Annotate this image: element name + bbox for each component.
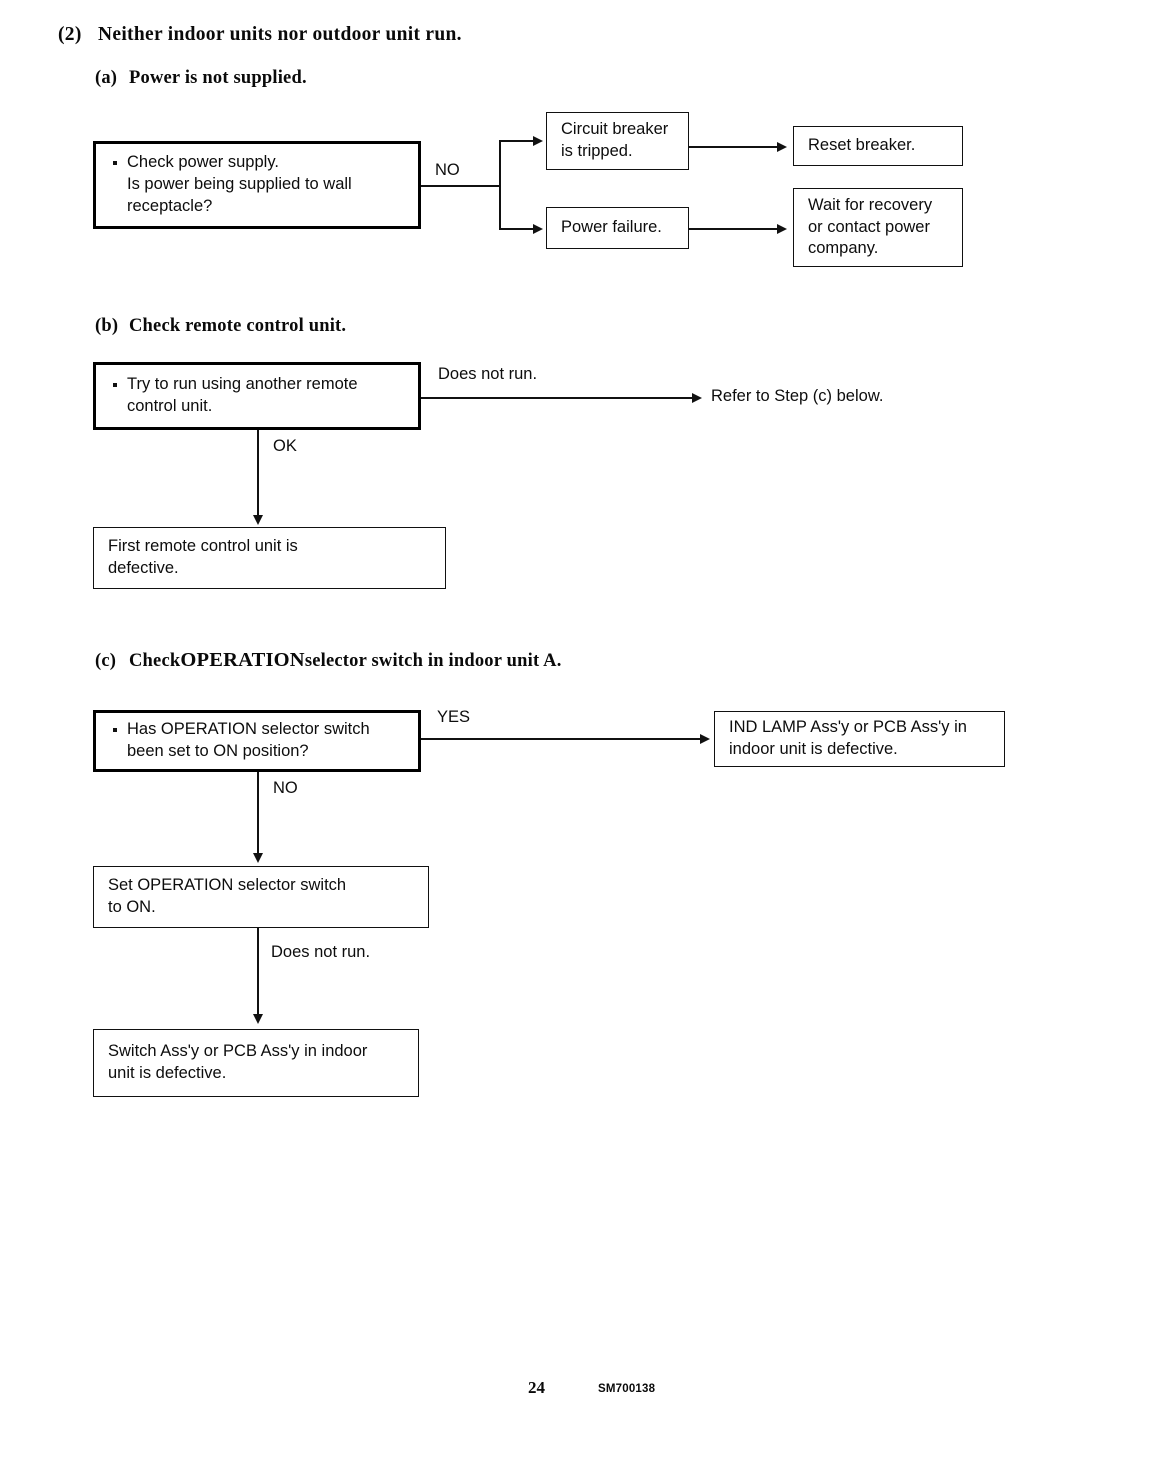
connector-line xyxy=(421,185,501,187)
node-line: is tripped. xyxy=(561,142,633,160)
subsection-a-label: (a) xyxy=(95,68,118,88)
footer-document-code: SM700138 xyxy=(598,1383,656,1395)
node-line: Set OPERATION selector switch xyxy=(108,876,347,895)
node-line: Reset breaker. xyxy=(808,136,916,155)
node-power-failure: Power failure. xyxy=(546,207,689,249)
connector-line xyxy=(499,228,535,230)
node-line: First remote control unit is xyxy=(108,537,298,556)
connector-line xyxy=(257,772,259,858)
edge-label-no: NO xyxy=(435,161,460,179)
node-line: Is power being supplied to wall xyxy=(127,175,352,194)
node-line: unit is defective. xyxy=(108,1064,227,1082)
subsection-c-label: (c) xyxy=(95,651,117,671)
subsection-c-title-post: selector switch in indoor unit A. xyxy=(304,651,562,671)
node-line: Has OPERATION selector switch xyxy=(110,719,404,741)
edge-label-yes: YES xyxy=(437,708,471,726)
subsection-c-heading: (c) Check OPERATION selector switch in in… xyxy=(95,649,562,672)
connector-line xyxy=(689,146,779,148)
node-try-another-remote: Try to run using another remote control … xyxy=(93,362,421,430)
subsection-a-title: Power is not supplied. xyxy=(129,68,307,88)
node-has-operation-set-on: Has OPERATION selector switch been set t… xyxy=(93,710,421,772)
node-refer-to-step-c: Refer to Step (c) below. xyxy=(711,387,884,405)
section-heading: (2) Neither indoor units nor outdoor unit… xyxy=(58,24,462,46)
arrow-head-icon xyxy=(253,853,263,863)
section-number: (2) xyxy=(58,24,82,45)
node-set-operation-on: Set OPERATION selector switch to ON. xyxy=(93,866,429,928)
edge-label-does-not-run: Does not run. xyxy=(271,943,371,961)
footer-page-number: 24 xyxy=(528,1378,545,1397)
node-line: Circuit breaker xyxy=(561,120,669,139)
node-line: receptacle? xyxy=(127,196,213,215)
arrow-head-icon xyxy=(253,515,263,525)
connector-line xyxy=(421,738,702,740)
node-wait-for-recovery: Wait for recovery or contact power compa… xyxy=(793,188,963,267)
arrow-head-icon xyxy=(777,142,787,152)
node-line: company. xyxy=(808,239,879,258)
subsection-c-title-caps: OPERATION xyxy=(180,649,305,671)
node-line: indoor unit is defective. xyxy=(729,740,898,758)
arrow-head-icon xyxy=(533,224,543,234)
node-reset-breaker: Reset breaker. xyxy=(793,126,963,166)
node-circuit-breaker-tripped: Circuit breaker is tripped. xyxy=(546,112,689,170)
arrow-head-icon xyxy=(692,393,702,403)
subsection-b-label: (b) xyxy=(95,316,119,336)
connector-line xyxy=(499,140,535,142)
subsection-a-heading: (a) Power is not supplied. xyxy=(95,68,307,89)
arrow-head-icon xyxy=(533,136,543,146)
edge-label-no: NO xyxy=(273,779,298,797)
arrow-head-icon xyxy=(700,734,710,744)
subsection-b-heading: (b) Check remote control unit. xyxy=(95,316,346,337)
connector-line xyxy=(257,430,259,520)
edge-label-ok: OK xyxy=(273,437,297,455)
arrow-head-icon xyxy=(777,224,787,234)
section-title: Neither indoor units nor outdoor unit ru… xyxy=(98,24,462,45)
node-check-power-supply: Check power supply. Is power being suppl… xyxy=(93,141,421,229)
node-ind-lamp-defective: IND LAMP Ass'y or PCB Ass'y in indoor un… xyxy=(714,711,1005,767)
subsection-c-title-pre: Check xyxy=(129,651,181,671)
node-line: Wait for recovery xyxy=(808,195,933,214)
node-line: defective. xyxy=(108,559,179,577)
connector-line xyxy=(689,228,779,230)
edge-label-does-not-run: Does not run. xyxy=(438,365,538,383)
node-line: IND LAMP Ass'y or PCB Ass'y in xyxy=(729,718,967,737)
node-line: Check power supply. xyxy=(110,152,404,174)
connector-line xyxy=(257,928,259,1019)
connector-line xyxy=(421,397,694,399)
node-line: control unit. xyxy=(127,397,213,415)
node-switch-defective: Switch Ass'y or PCB Ass'y in indoor unit… xyxy=(93,1029,419,1097)
node-line: been set to ON position? xyxy=(127,742,309,760)
node-line: Power failure. xyxy=(561,218,662,237)
connector-line xyxy=(499,140,501,230)
node-line: Switch Ass'y or PCB Ass'y in indoor xyxy=(108,1042,368,1061)
node-line: Try to run using another remote xyxy=(110,374,404,396)
node-line: or contact power xyxy=(808,217,930,236)
arrow-head-icon xyxy=(253,1014,263,1024)
subsection-b-title: Check remote control unit. xyxy=(129,316,347,336)
node-first-remote-defective: First remote control unit is defective. xyxy=(93,527,446,589)
node-line: to ON. xyxy=(108,898,156,916)
